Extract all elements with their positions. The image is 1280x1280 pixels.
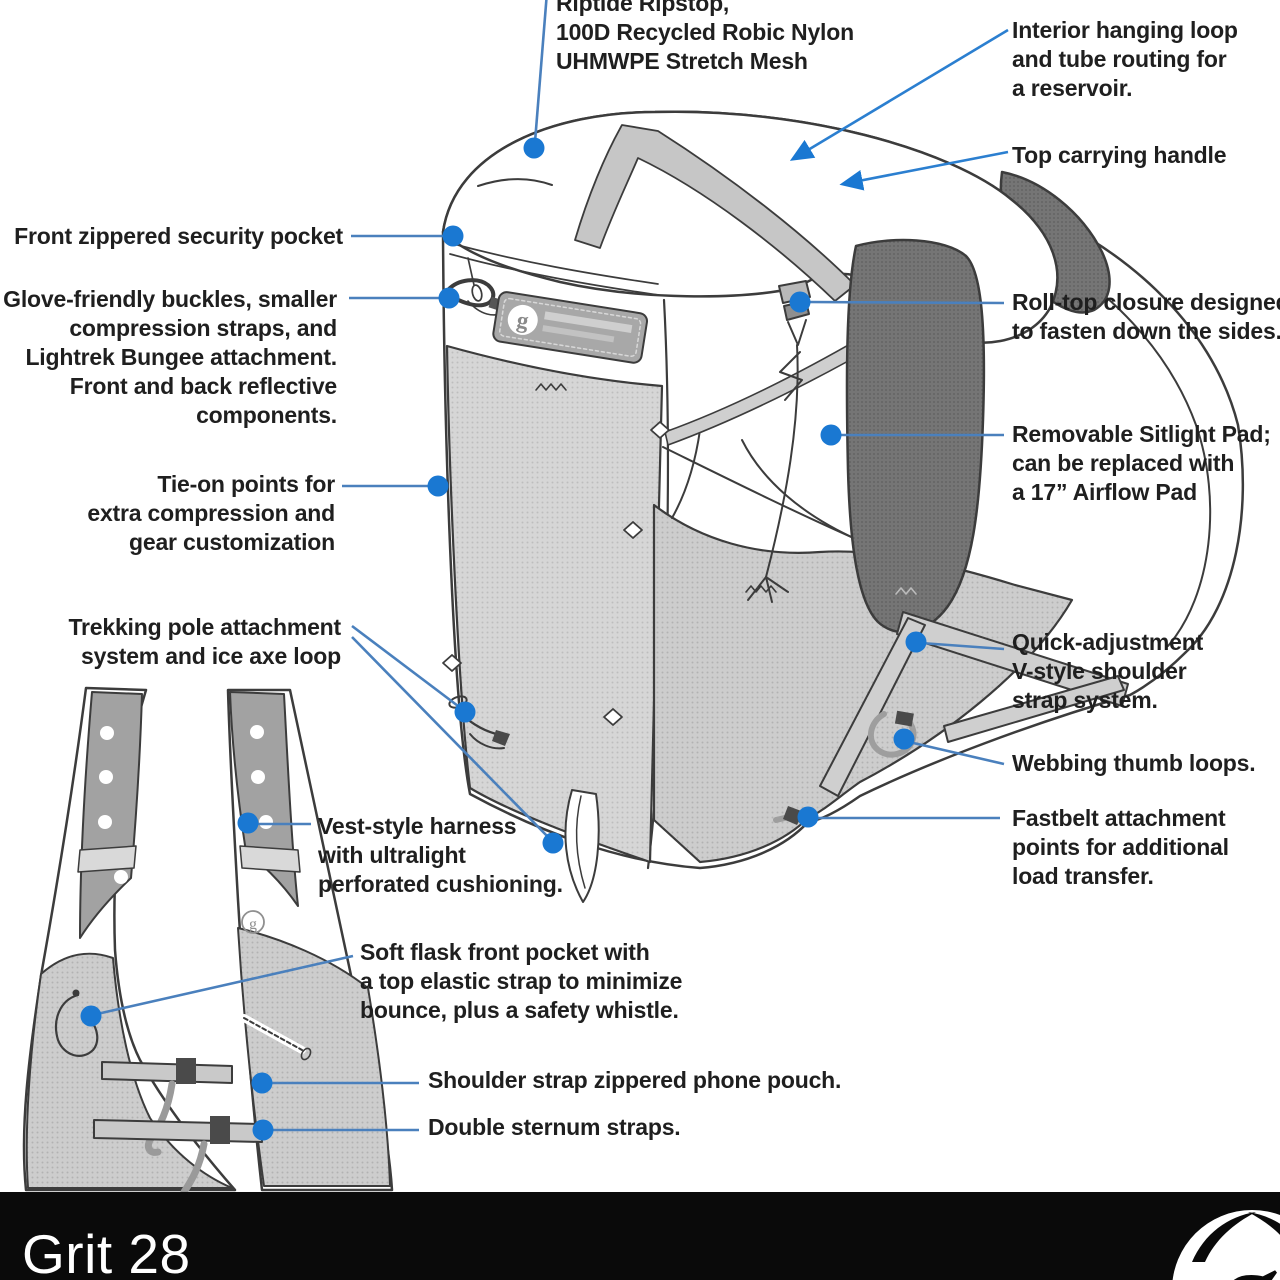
ice-axe-loop bbox=[564, 789, 600, 903]
brand-label-patch: g bbox=[492, 291, 649, 364]
harness-right-mesh bbox=[237, 927, 391, 1187]
product-name: Grit 28 bbox=[22, 1223, 191, 1280]
callout-phone-pouch: Shoulder strap zippered phone pouch. bbox=[428, 1067, 842, 1093]
callout-dots bbox=[80, 137, 927, 1141]
front-mesh-panel bbox=[445, 344, 664, 864]
callout-fabric-note: Riptide Ripstop, 100D Recycled Robic Nyl… bbox=[556, 0, 854, 74]
dot-sitlight bbox=[820, 424, 842, 446]
dot-trek-b bbox=[542, 832, 564, 854]
svg-text:g: g bbox=[515, 307, 531, 334]
callout-double-sternum-straps: Double sternum straps. bbox=[428, 1114, 681, 1140]
logo-letter: g bbox=[1224, 1229, 1280, 1280]
callout-fastbelt-attachment: Fastbelt attachment points for additiona… bbox=[1012, 805, 1229, 889]
dot-fabric bbox=[523, 137, 545, 159]
gossamer-gear-logo-icon: g bbox=[1172, 1210, 1280, 1280]
backpack-illustration: g bbox=[428, 110, 1245, 903]
callout-interior-hanging-loop: Interior hanging loop and tube routing f… bbox=[1012, 17, 1238, 101]
callout-top-carrying-handle: Top carrying handle bbox=[1012, 142, 1227, 168]
callout-vest-style-harness: Vest-style harness with ultralight perfo… bbox=[318, 813, 563, 897]
dot-vest bbox=[237, 812, 259, 834]
leader-trek-a bbox=[351, 624, 463, 711]
leader-lines bbox=[96, 0, 1009, 1132]
leader-rolltop bbox=[805, 300, 1005, 305]
callout-removable-sitlight-pad: Removable Sitlight Pad; can be replaced … bbox=[1012, 421, 1271, 505]
callout-webbing-thumb-loops: Webbing thumb loops. bbox=[1012, 750, 1256, 776]
dot-webbing bbox=[893, 728, 915, 750]
dot-sternum bbox=[252, 1119, 274, 1141]
webbing-thumb-loop bbox=[867, 710, 917, 758]
callout-roll-top-closure: Roll-top closure designed to fasten down… bbox=[1012, 289, 1280, 344]
callout-glove-friendly-buckles: Glove-friendly buckles, smaller compress… bbox=[3, 286, 337, 428]
dot-softflask bbox=[80, 1005, 102, 1027]
callout-tie-on-points: Tie-on points for extra compression and … bbox=[87, 471, 335, 555]
soft-flask-loop bbox=[54, 993, 99, 1057]
dot-rolltop bbox=[789, 291, 811, 313]
dot-phone bbox=[251, 1072, 273, 1094]
v-strap-system bbox=[819, 611, 1129, 797]
callout-trekking-pole-attachment: Trekking pole attachment system and ice … bbox=[68, 614, 341, 669]
dot-tieon bbox=[427, 475, 449, 497]
leader-webbing bbox=[908, 740, 1005, 766]
leader-quick bbox=[920, 641, 1005, 651]
harness-illustration: g bbox=[22, 686, 394, 1196]
dot-trek-a bbox=[454, 701, 476, 723]
leader-softflask bbox=[96, 954, 354, 1016]
callout-soft-flask-pocket: Soft flask front pocket with a top elast… bbox=[360, 939, 683, 1023]
sternum-straps bbox=[93, 1058, 263, 1196]
leader-fabric bbox=[533, 0, 548, 143]
dot-fastbelt bbox=[797, 806, 819, 828]
leader-trek-b bbox=[351, 636, 551, 840]
dot-frontpocket bbox=[442, 225, 464, 247]
callout-front-zippered-pocket: Front zippered security pocket bbox=[14, 223, 343, 249]
callout-quick-adjustment-straps: Quick-adjustment V-style shoulder strap … bbox=[1012, 629, 1204, 713]
dot-glove bbox=[438, 287, 460, 309]
dot-quick bbox=[905, 631, 927, 653]
harness-logo-letter: g bbox=[249, 916, 257, 933]
leader-interior-arrow bbox=[789, 28, 1009, 161]
leader-handle-arrow bbox=[839, 150, 1009, 191]
brand-bar: Grit 28 g bbox=[0, 1192, 1280, 1280]
